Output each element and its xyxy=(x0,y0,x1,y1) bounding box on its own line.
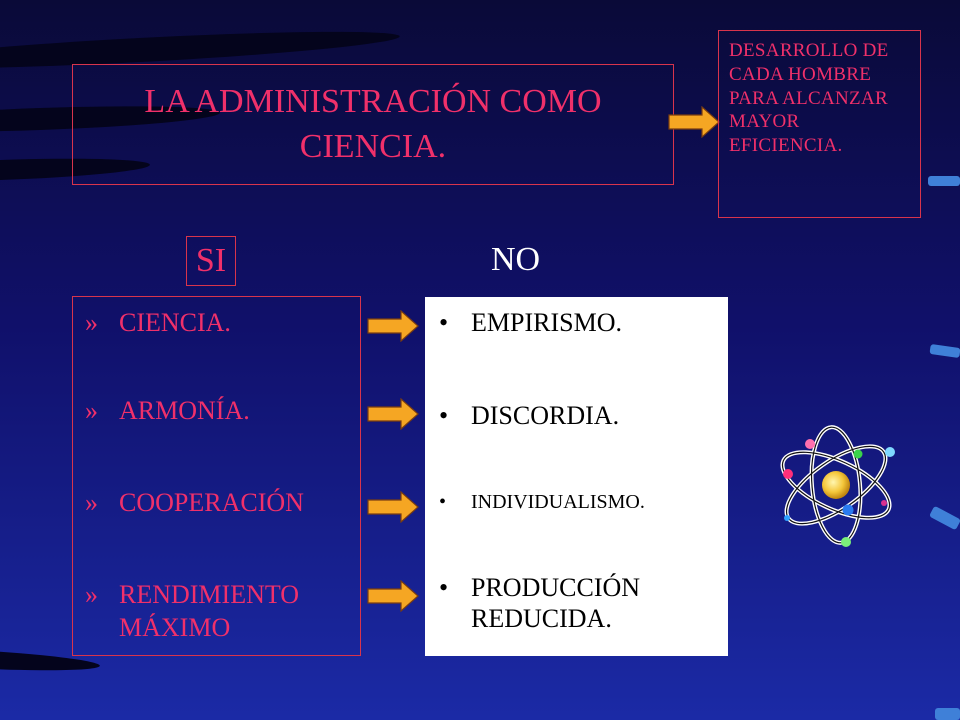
si-list-box: » CIENCIA. » ARMONÍA. » COOPERACIÓN » RE… xyxy=(72,296,361,656)
no-list-item: • INDIVIDUALISMO. xyxy=(439,490,645,514)
list-marker: • xyxy=(439,308,449,337)
right-arrow-icon xyxy=(367,398,419,430)
no-label: NO xyxy=(491,241,541,278)
background-accent xyxy=(935,708,960,720)
atom-icon xyxy=(780,425,895,547)
no-item-text: DISCORDIA. xyxy=(471,401,620,430)
no-item-text: INDIVIDUALISMO. xyxy=(471,491,645,513)
list-marker: • xyxy=(439,401,449,430)
right-arrow-icon xyxy=(367,491,419,523)
no-list-box: • EMPIRISMO. • DISCORDIA. • INDIVIDUALIS… xyxy=(425,297,728,656)
right-arrow-icon xyxy=(668,106,720,138)
si-item-text: COOPERACIÓN xyxy=(119,488,304,517)
right-arrow-icon xyxy=(367,310,419,342)
si-item-text: RENDIMIENTO MÁXIMO xyxy=(119,580,300,642)
si-item-text: ARMONÍA. xyxy=(119,396,250,425)
slide-title: LA ADMINISTRACIÓN COMO CIENCIA. xyxy=(144,83,602,165)
background-accent xyxy=(928,505,960,531)
background-accent xyxy=(928,176,960,186)
si-item-text: CIENCIA. xyxy=(119,308,231,337)
si-label: SI xyxy=(186,236,236,286)
list-marker: » xyxy=(85,488,98,517)
side-note-box: DESARROLLO DE CADA HOMBRE PARA ALCANZAR … xyxy=(718,30,921,218)
si-list-item: » CIENCIA. xyxy=(85,307,231,340)
list-marker: • xyxy=(439,491,447,513)
no-list-item: • DISCORDIA. xyxy=(439,400,619,431)
si-list-item: » RENDIMIENTO MÁXIMO xyxy=(85,579,325,644)
list-marker: » xyxy=(85,580,98,609)
list-marker: • xyxy=(439,573,449,602)
si-list-item: » COOPERACIÓN xyxy=(85,487,304,520)
no-item-text: PRODUCCIÓN REDUCIDA. xyxy=(471,573,641,634)
no-list-item: • EMPIRISMO. xyxy=(439,307,622,338)
background-accent xyxy=(929,343,960,359)
list-marker: » xyxy=(85,396,98,425)
no-item-text: EMPIRISMO. xyxy=(471,308,622,337)
title-box: LA ADMINISTRACIÓN COMO CIENCIA. xyxy=(72,64,674,185)
list-marker: » xyxy=(85,308,98,337)
no-list-item: • PRODUCCIÓN REDUCIDA. xyxy=(439,572,679,634)
right-arrow-icon xyxy=(367,580,419,612)
si-list-item: » ARMONÍA. xyxy=(85,395,250,428)
side-note-text: DESARROLLO DE CADA HOMBRE PARA ALCANZAR … xyxy=(729,40,889,156)
